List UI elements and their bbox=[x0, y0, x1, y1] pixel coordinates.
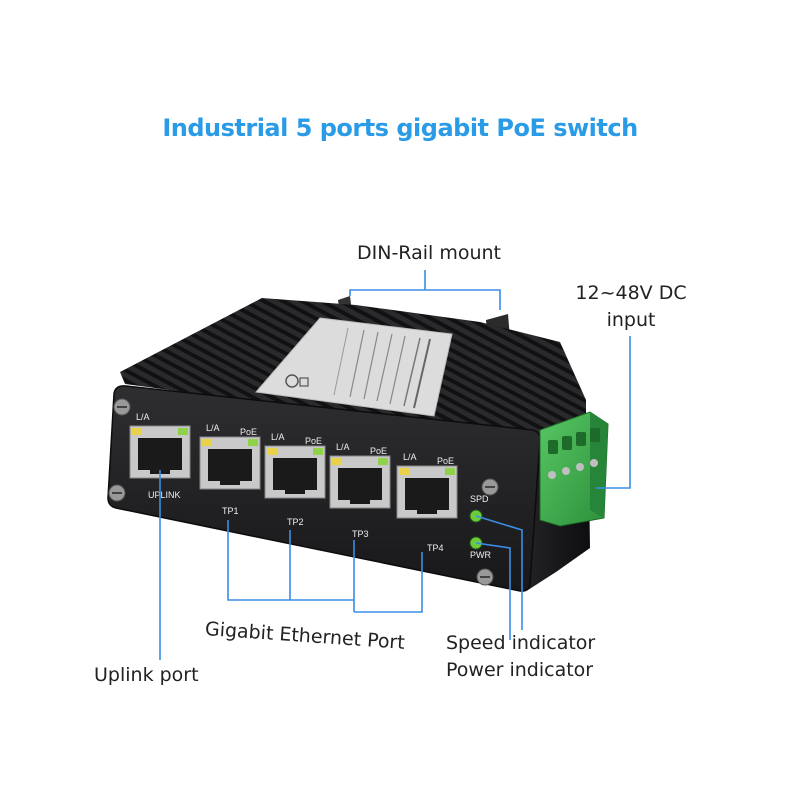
link-led-icon bbox=[399, 468, 409, 475]
port-group: L/A UPLINK L/A PoE TP1 L/A PoE TP2 L/A PoE TP3 L/A P… bbox=[129, 412, 458, 553]
screw-icon bbox=[108, 398, 499, 586]
poe-led-icon bbox=[378, 458, 388, 465]
port-la-label: L/A bbox=[206, 423, 220, 433]
product-label bbox=[255, 317, 453, 417]
port-poe-label: PoE bbox=[305, 436, 322, 446]
port-la-label: L/A bbox=[336, 442, 350, 452]
link-led-icon bbox=[132, 428, 142, 435]
link-led-icon bbox=[202, 439, 212, 446]
link-led-icon bbox=[332, 458, 342, 465]
led-spd-label: SPD bbox=[470, 494, 489, 504]
page-title: Industrial 5 ports gigabit PoE switch bbox=[162, 114, 638, 142]
power-indicator-label: Power indicator bbox=[446, 659, 594, 681]
dc-input-callout: 12~48V DC input bbox=[566, 280, 696, 334]
led-pwr-label: PWR bbox=[470, 550, 491, 560]
rj45-port-tp1[interactable]: L/A PoE TP1 bbox=[199, 423, 261, 516]
port-poe-label: PoE bbox=[437, 456, 454, 466]
rj45-port-tp2[interactable]: L/A PoE TP2 bbox=[264, 432, 326, 527]
port-poe-label: PoE bbox=[370, 446, 387, 456]
port-name-label: TP3 bbox=[352, 529, 369, 539]
poe-led-icon bbox=[178, 428, 188, 435]
port-name-label: TP1 bbox=[222, 506, 239, 516]
dc-input-line2: input bbox=[606, 309, 656, 331]
indicator-callout: Speed indicator Power indicator bbox=[446, 630, 595, 684]
port-name-label: UPLINK bbox=[148, 490, 181, 500]
rj45-port-tp3[interactable]: L/A PoE TP3 bbox=[329, 442, 391, 539]
speed-indicator-label: Speed indicator bbox=[446, 632, 596, 654]
rj45-port-tp4[interactable]: L/A PoE TP4 bbox=[396, 452, 458, 553]
port-poe-label: PoE bbox=[240, 427, 257, 437]
link-led-icon bbox=[267, 448, 277, 455]
dc-terminal-block bbox=[539, 411, 609, 527]
port-name-label: TP2 bbox=[287, 517, 304, 527]
port-name-label: TP4 bbox=[427, 543, 444, 553]
din-rail-callout: DIN-Rail mount bbox=[357, 242, 501, 264]
callout-lines bbox=[159, 270, 631, 660]
poe-led-icon bbox=[313, 448, 323, 455]
uplink-callout: Uplink port bbox=[94, 664, 199, 686]
poe-led-icon bbox=[445, 468, 455, 475]
port-la-label: L/A bbox=[271, 432, 285, 442]
port-la-label: L/A bbox=[403, 452, 417, 462]
poe-led-icon bbox=[248, 439, 258, 446]
dc-input-line1: 12~48V DC bbox=[575, 282, 687, 304]
port-la-label: L/A bbox=[136, 412, 150, 422]
